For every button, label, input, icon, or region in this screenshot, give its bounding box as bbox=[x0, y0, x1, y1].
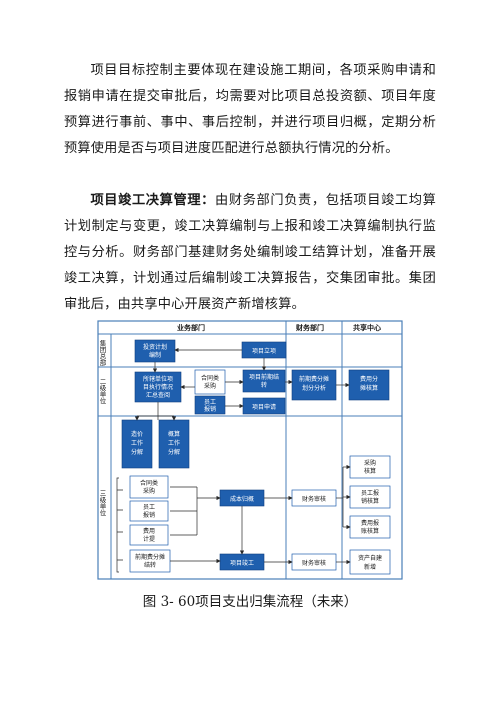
svg-text:资产自建: 资产自建 bbox=[358, 554, 382, 562]
svg-text:新增: 新增 bbox=[364, 563, 376, 571]
paragraph-completion: 项目竣工决算管理：由财务部门负责，包括项目竣工均算计划制定与变更，竣工决算编制与… bbox=[64, 188, 436, 318]
svg-text:报销: 报销 bbox=[143, 511, 155, 519]
svg-text:分解: 分解 bbox=[131, 448, 143, 456]
svg-text:摊核算: 摊核算 bbox=[360, 384, 378, 392]
svg-text:概算: 概算 bbox=[168, 430, 180, 438]
svg-text:采购: 采购 bbox=[204, 382, 216, 390]
svg-text:核算: 核算 bbox=[364, 467, 376, 475]
box-staff-reimb-3 bbox=[129, 500, 169, 522]
svg-text:费用报: 费用报 bbox=[361, 519, 379, 527]
svg-text:计提: 计提 bbox=[143, 535, 155, 543]
svg-text:合同类: 合同类 bbox=[140, 479, 158, 487]
box-contract-purchase-2 bbox=[194, 369, 226, 395]
figure-caption: 图 3- 60项目支出归集流程（未来） bbox=[142, 594, 358, 610]
row-label-level2: 二级单位 bbox=[98, 378, 106, 404]
svg-text:采购: 采购 bbox=[364, 459, 376, 467]
svg-text:结转: 结转 bbox=[144, 561, 156, 569]
paragraph-completion-lead: 项目竣工决算管理： bbox=[90, 193, 216, 208]
box-finance-audit-1-label: 财务审核 bbox=[302, 495, 326, 503]
svg-text:员工: 员工 bbox=[143, 504, 155, 511]
svg-text:合同类: 合同类 bbox=[201, 374, 219, 382]
column-header-finance: 财务部门 bbox=[295, 323, 324, 332]
svg-text:项目前期结: 项目前期结 bbox=[249, 373, 279, 381]
box-expense-alloc bbox=[348, 369, 390, 401]
svg-text:工作: 工作 bbox=[131, 439, 143, 447]
svg-text:员工报: 员工报 bbox=[361, 489, 379, 497]
box-cost-collection-label: 成本归概 bbox=[230, 495, 254, 503]
svg-text:汇总查阅: 汇总查阅 bbox=[146, 391, 170, 399]
svg-text:账核算: 账核算 bbox=[361, 527, 379, 535]
svg-text:费用: 费用 bbox=[143, 527, 155, 535]
box-project-apply-label: 项目申请 bbox=[252, 403, 276, 411]
svg-text:目执行情况: 目执行情况 bbox=[143, 383, 173, 391]
svg-text:前期费分摊: 前期费分摊 bbox=[299, 375, 329, 383]
svg-text:划分分析: 划分分析 bbox=[302, 384, 326, 392]
svg-text:所辖单位项: 所辖单位项 bbox=[143, 375, 173, 383]
box-staff-reimb-2 bbox=[194, 395, 226, 415]
svg-text:工作: 工作 bbox=[168, 439, 180, 447]
box-project-completion-label: 项目竣工 bbox=[230, 559, 254, 567]
svg-text:费用分: 费用分 bbox=[360, 375, 378, 383]
svg-text:转: 转 bbox=[261, 381, 267, 389]
box-contract-purchase-3 bbox=[129, 475, 169, 499]
box-budget-decomp bbox=[158, 419, 190, 469]
paragraph-completion-body: 由财务部门负责，包括项目竣工均算计划制定与变更，竣工决算编制与上报和竣工决算编制… bbox=[64, 193, 436, 312]
svg-text:员工: 员工 bbox=[204, 399, 216, 406]
box-cost-decomp bbox=[121, 419, 153, 469]
svg-text:投资计划: 投资计划 bbox=[143, 343, 167, 351]
svg-text:报销: 报销 bbox=[204, 405, 216, 413]
paragraph-intro: 项目目标控制主要体现在建设施工期间，各项采购申请和报销申请在提交审批后，均需要对… bbox=[64, 58, 436, 162]
svg-text:编制: 编制 bbox=[149, 351, 161, 359]
svg-text:销核算: 销核算 bbox=[361, 497, 379, 505]
box-pre-cost-alloc bbox=[291, 369, 337, 401]
box-finance-audit-2-label: 财务审核 bbox=[302, 559, 326, 567]
svg-text:采购: 采购 bbox=[143, 487, 155, 495]
diagram-frame bbox=[97, 320, 403, 580]
svg-text:前期费分摊: 前期费分摊 bbox=[135, 553, 165, 561]
box-expense-accrual bbox=[129, 524, 169, 546]
box-project-setup-label: 项目立项 bbox=[252, 347, 276, 355]
column-header-shared: 共享中心 bbox=[353, 323, 381, 332]
column-header-business: 业务部门 bbox=[177, 323, 205, 332]
row-label-level3: 三级单位 bbox=[98, 490, 106, 517]
process-flow-diagram: .frame { fill: none; stroke: #4a7fb8; st… bbox=[97, 320, 403, 580]
svg-text:造价: 造价 bbox=[131, 430, 143, 438]
box-asset-new bbox=[349, 549, 391, 575]
row-label-group: 集团总部 bbox=[98, 339, 106, 368]
paragraph-intro-text: 项目目标控制主要体现在建设施工期间，各项采购申请和报销申请在提交审批后，均需要对… bbox=[64, 63, 436, 156]
svg-text:分解: 分解 bbox=[168, 448, 180, 456]
